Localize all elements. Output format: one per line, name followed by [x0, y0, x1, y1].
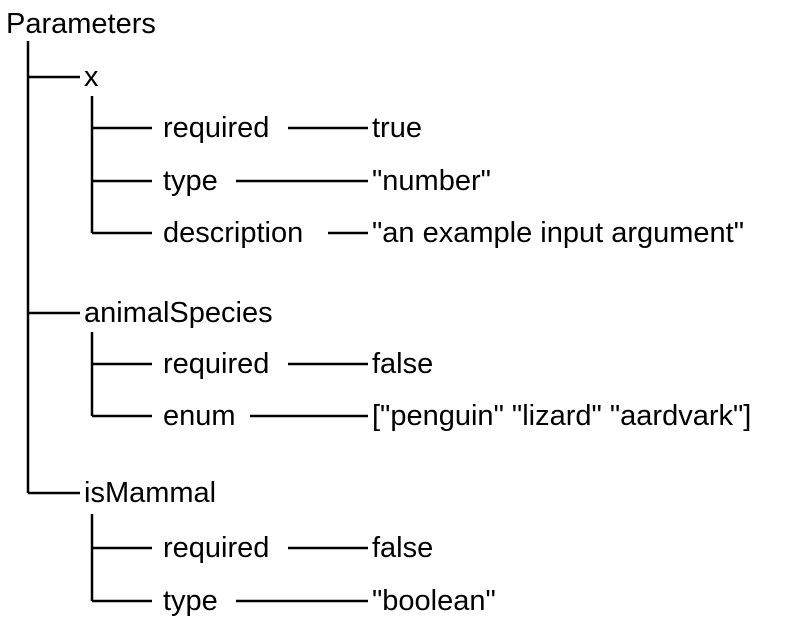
prop-value-description: "an example input argument" — [372, 217, 745, 249]
param-name-x: x — [84, 61, 99, 93]
prop-value-required: false — [372, 348, 434, 380]
prop-value-required: false — [372, 532, 434, 564]
prop-value-type: "number" — [372, 165, 491, 197]
param-name-isMammal: isMammal — [84, 477, 217, 509]
prop-key-type: type — [163, 585, 218, 617]
prop-value-enum: ["penguin" "lizard" "aardvark"] — [372, 400, 752, 432]
prop-key-enum: enum — [163, 400, 236, 432]
prop-key-description: description — [163, 217, 304, 249]
param-name-animalSpecies: animalSpecies — [84, 297, 273, 329]
prop-key-required: required — [163, 348, 270, 380]
prop-key-required: required — [163, 112, 270, 144]
prop-value-required: true — [372, 112, 422, 144]
prop-key-required: required — [163, 532, 270, 564]
root-label: Parameters — [6, 8, 156, 40]
prop-key-type: type — [163, 165, 218, 197]
prop-value-type: "boolean" — [372, 585, 496, 617]
